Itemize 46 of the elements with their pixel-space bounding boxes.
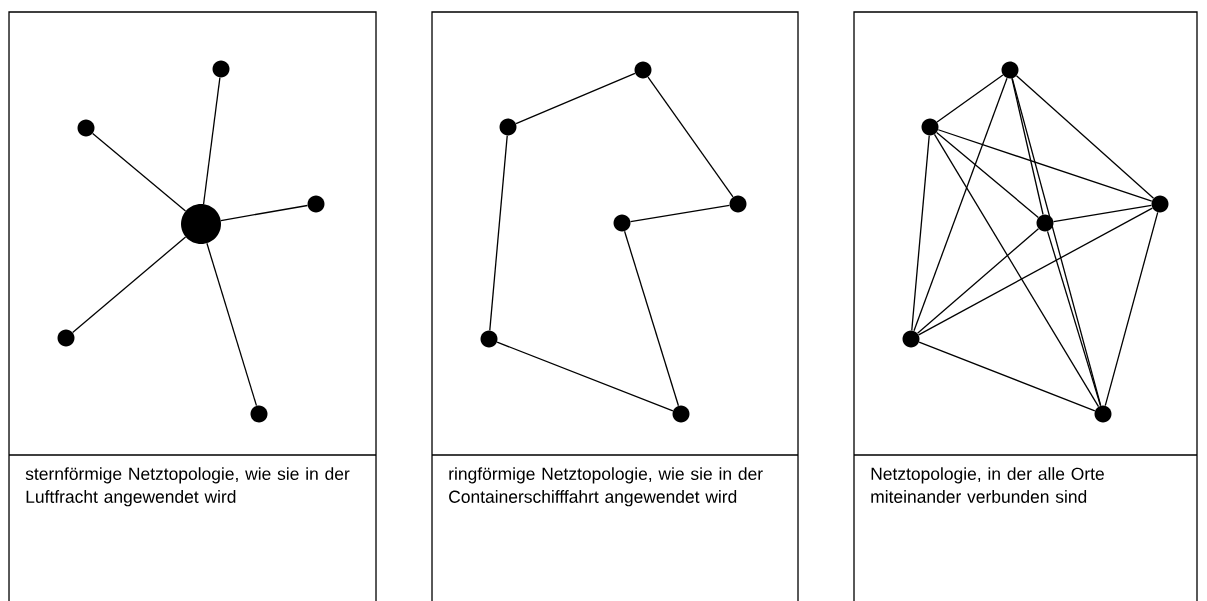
connection-line	[220, 204, 309, 222]
network-dot	[499, 118, 517, 136]
connection-line	[489, 135, 508, 331]
connection-line	[918, 207, 1153, 336]
connection-line	[202, 76, 221, 205]
network-dot	[212, 60, 230, 78]
connection-line	[629, 204, 731, 223]
caption-text: sternförmige Netztopologie, wie sie in der Luftfracht angewendet wird	[25, 467, 350, 507]
connection-line	[206, 242, 258, 407]
network-dot	[250, 405, 268, 423]
network-dot	[729, 195, 747, 213]
network-dot	[902, 330, 920, 348]
network-dot	[1036, 214, 1054, 232]
network-dot	[1001, 61, 1019, 79]
network-dot	[921, 118, 939, 136]
connection-line	[647, 76, 734, 198]
connection-line	[916, 228, 1040, 334]
network-dot	[1094, 405, 1112, 423]
connection-line	[515, 72, 636, 125]
caption-text: ringförmige Netztopologie, wie sie in der Containerschifffahrt angewendet wird	[449, 467, 763, 507]
connection-line	[933, 133, 1100, 408]
network-dot	[480, 330, 498, 348]
connection-line	[623, 230, 680, 407]
caption-text: Netztopologie, in der alle Orte miteinander verbunden sind	[871, 467, 1104, 503]
connection-line	[936, 131, 1039, 219]
connection-line	[1015, 75, 1155, 199]
connection-line	[936, 74, 1004, 123]
network-dot	[1151, 195, 1169, 213]
network-dot	[77, 119, 95, 137]
connection-line	[1052, 204, 1153, 223]
connection-line	[911, 135, 930, 331]
network-dot	[307, 195, 325, 213]
connection-line	[1046, 230, 1102, 407]
network-dot	[634, 61, 652, 79]
connection-line	[92, 132, 187, 212]
connection-line	[1011, 77, 1102, 407]
connection-line	[918, 341, 1096, 412]
network-dot	[57, 329, 75, 347]
network-dot	[181, 204, 221, 244]
network-dot	[613, 214, 631, 232]
connection-line	[913, 77, 1008, 332]
connection-line	[72, 236, 187, 334]
connection-line	[937, 129, 1153, 202]
connection-line	[496, 341, 674, 412]
connection-line	[1104, 211, 1159, 407]
network-dot	[672, 405, 690, 423]
